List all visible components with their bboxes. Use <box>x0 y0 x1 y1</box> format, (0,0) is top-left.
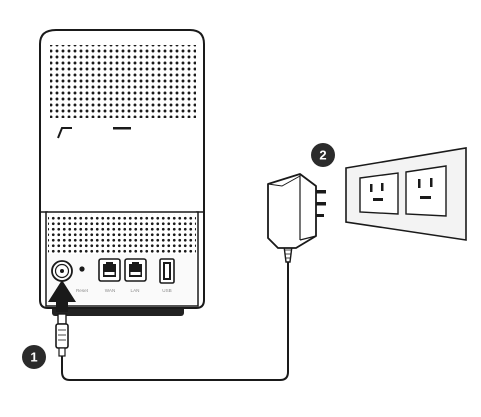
lan-ethernet-port: LAN <box>124 258 147 293</box>
usb-label: USB <box>162 288 171 293</box>
lower-vent-grille <box>48 214 196 254</box>
wall-outlet-plate <box>345 147 467 241</box>
upper-vent-grille <box>50 42 196 118</box>
front-light-bar <box>113 127 131 130</box>
wan-label: WAN <box>105 288 116 293</box>
step-badge-1: 1 <box>22 345 46 369</box>
router: DC-IN Reset WAN LAN USB <box>39 29 205 316</box>
outlet-socket-left <box>359 172 399 215</box>
dc-plug <box>55 313 69 357</box>
front-logo-mark <box>57 127 72 139</box>
wan-ethernet-port: WAN <box>98 258 121 293</box>
usb-port: USB <box>159 258 175 293</box>
step-1-number: 1 <box>30 350 37 365</box>
outlet-socket-right <box>405 165 447 217</box>
insert-arrow <box>48 280 76 312</box>
lan-label: LAN <box>131 288 140 293</box>
step-2-number: 2 <box>319 148 326 163</box>
power-cable <box>61 260 289 381</box>
step-badge-2: 2 <box>311 143 335 167</box>
power-adapter <box>267 173 326 263</box>
reset-button: Reset <box>76 266 89 293</box>
reset-label: Reset <box>76 288 89 293</box>
